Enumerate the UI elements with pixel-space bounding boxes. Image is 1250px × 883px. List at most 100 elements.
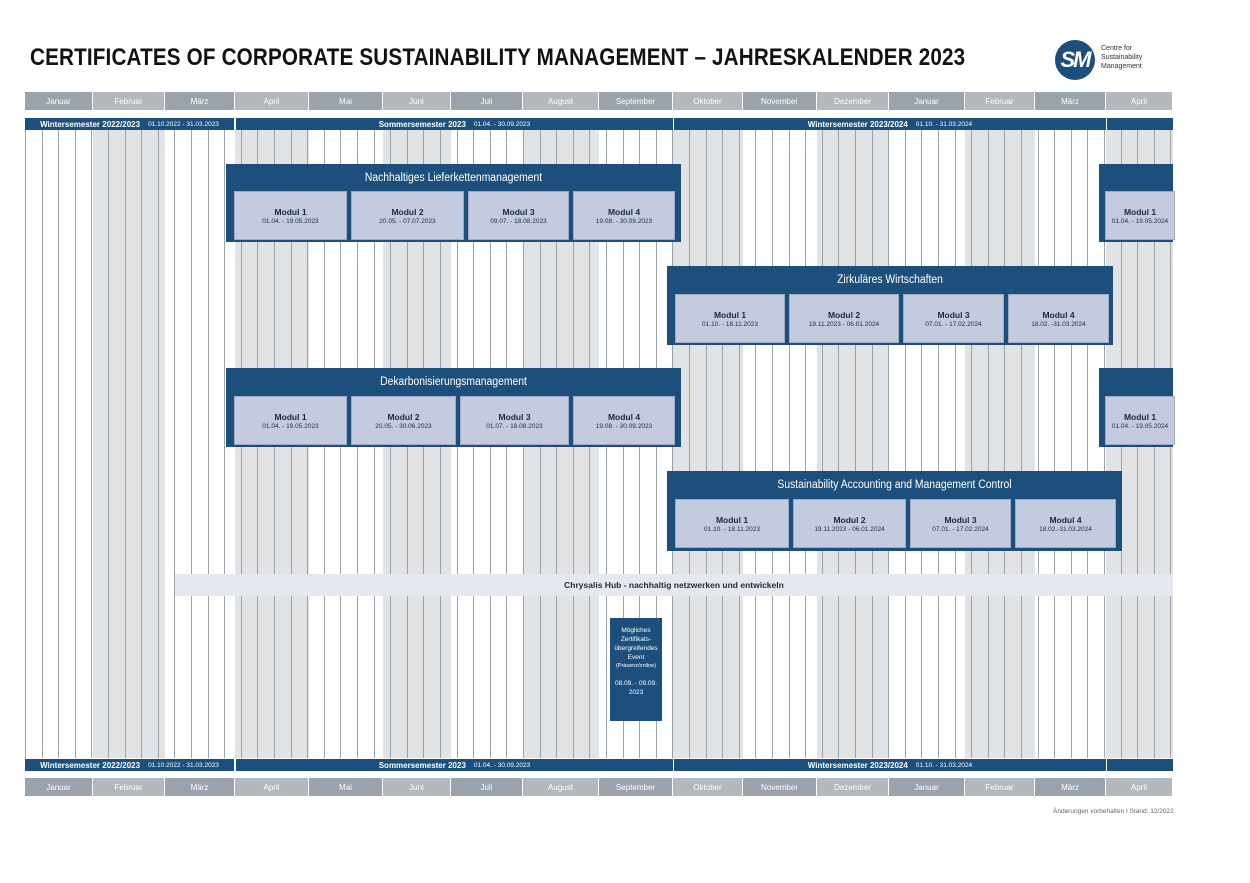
month-shade xyxy=(673,130,743,758)
course-block-zirkulaer: Zirkuläres Wirtschaften Modul 1 01.10. -… xyxy=(667,266,1113,345)
week-line xyxy=(58,130,59,758)
module-dates: 20.05. - 30.06.2023 xyxy=(375,422,432,430)
top-month-10: November xyxy=(743,92,816,110)
event-line: (Präsenz/online) xyxy=(615,663,657,669)
course-block-lieferkette-next: Modul 1 01.04. - 19.05.2024 xyxy=(1099,164,1175,242)
module-dates: 01.04. - 19.05.2023 xyxy=(262,422,319,430)
top-month-8: September xyxy=(599,92,672,110)
top-month-2: März xyxy=(165,92,234,110)
logo-line: Management xyxy=(1101,63,1142,70)
module-name: Modul 2 xyxy=(827,309,861,320)
top-month-7: August xyxy=(523,92,598,110)
bottom-month-2: März xyxy=(165,778,234,796)
chrysalis-hub-bar: Chrysalis Hub - nachhaltig netzwerken un… xyxy=(175,574,1173,596)
module-name: Modul 4 xyxy=(1042,309,1075,320)
week-line xyxy=(1087,130,1088,758)
module-card[interactable]: Modul 4 19.08. - 30.09.2023 xyxy=(573,396,675,445)
module-card[interactable]: Modul 2 19.11.2023 - 06.01.2024 xyxy=(793,499,906,548)
module-name: Modul 4 xyxy=(1049,514,1082,525)
bottom-month-10: November xyxy=(743,778,816,796)
module-dates: 09.07. - 18.08.2023 xyxy=(490,217,547,225)
week-line xyxy=(805,130,806,758)
week-line xyxy=(772,130,773,758)
semester-range: 01.10. - 31.03.2024 xyxy=(915,761,973,769)
week-line xyxy=(955,130,956,758)
event-line: Zertifikats- xyxy=(620,636,652,643)
module-name: Modul 1 xyxy=(715,514,749,525)
module-card[interactable]: Modul 2 20.05. - 30.06.2023 xyxy=(351,396,456,445)
week-line xyxy=(108,130,109,758)
week-line xyxy=(838,130,839,758)
module-card[interactable]: Modul 1 01.04. - 19.05.2024 xyxy=(1105,396,1175,445)
module-dates: 01.10. - 18.11.2023 xyxy=(702,320,758,328)
module-card[interactable]: Modul 3 07.01. - 17.02.2024 xyxy=(903,294,1004,343)
module-dates: 20.05. - 07.07.2023 xyxy=(379,217,436,225)
module-card[interactable]: Modul 4 18.02. -31.03.2024 xyxy=(1008,294,1109,343)
module-dates: 18.02. -31.03.2024 xyxy=(1031,320,1086,328)
week-line xyxy=(75,130,76,758)
module-card[interactable]: Modul 4 19.08. - 30.09.2023 xyxy=(573,191,675,240)
week-line xyxy=(888,130,889,758)
module-name: Modul 1 xyxy=(1123,206,1157,217)
course-title: Zirkuläres Wirtschaften xyxy=(837,274,943,286)
week-line xyxy=(25,130,26,758)
month-shade xyxy=(965,130,1035,758)
module-name: Modul 1 xyxy=(274,411,307,422)
module-card[interactable]: Modul 3 01.07. - 18.08.2023 xyxy=(460,396,569,445)
module-name: Modul 1 xyxy=(713,309,747,320)
course-block-dekarbonisierung-next: Modul 1 01.04. - 19.05.2024 xyxy=(1099,368,1175,447)
semester-range: 01.04. - 30.09.2023 xyxy=(473,120,531,128)
module-card[interactable]: Modul 1 01.04. - 19.05.2023 xyxy=(234,191,347,240)
module-dates: 18.02.-31.03.2024 xyxy=(1039,525,1092,533)
module-name: Modul 1 xyxy=(274,206,307,217)
module-name: Modul 3 xyxy=(502,206,535,217)
bottom-semester-2: Wintersemester 2023/2024 01.10. - 31.03.2… xyxy=(674,759,1106,771)
week-line xyxy=(971,130,972,758)
week-line xyxy=(905,130,906,758)
week-line xyxy=(1071,130,1072,758)
top-month-3: April xyxy=(235,92,308,110)
module-card[interactable]: Modul 1 01.04. - 19.05.2024 xyxy=(1105,191,1175,240)
logo-line: Centre for xyxy=(1101,45,1133,52)
module-card[interactable]: Modul 4 18.02.-31.03.2024 xyxy=(1015,499,1116,548)
module-card[interactable]: Modul 2 19.11.2023 - 06.01.2024 xyxy=(789,294,899,343)
module-dates: 01.10. - 18.11.2023 xyxy=(704,525,760,533)
module-dates: 19.08. - 30.09.2023 xyxy=(595,422,653,430)
course-block-dekarbonisierung: Dekarbonisierungsmanagement Modul 1 01.0… xyxy=(226,368,681,447)
bottom-month-12: Januar xyxy=(889,778,964,796)
csm-logo: SM Centre for Sustainability Management xyxy=(1055,40,1165,84)
module-dates: 01.07. - 18.08.2023 xyxy=(486,422,543,430)
event-box[interactable]: Mögliches Zertifikats- übergreifendes Ev… xyxy=(610,618,662,721)
bottom-month-7: August xyxy=(523,778,598,796)
module-name: Modul 2 xyxy=(387,411,420,422)
week-line xyxy=(706,130,707,758)
bottom-month-9: Oktober xyxy=(673,778,742,796)
semester-name: Sommersemester 2023 xyxy=(378,760,466,770)
module-card[interactable]: Modul 1 01.10. - 18.11.2023 xyxy=(675,499,789,548)
module-card[interactable]: Modul 1 01.04. - 19.05.2023 xyxy=(234,396,347,445)
semester-name: Wintersemester 2022/2023 xyxy=(40,119,141,129)
module-dates: 01.04. - 19.05.2024 xyxy=(1111,217,1169,225)
module-card[interactable]: Modul 2 20.05. - 07.07.2023 xyxy=(351,191,464,240)
module-card[interactable]: Modul 1 01.10. - 18.11.2023 xyxy=(675,294,785,343)
module-name: Modul 4 xyxy=(607,411,641,422)
bottom-month-11: Dezember xyxy=(817,778,888,796)
bottom-month-4: Mai xyxy=(309,778,382,796)
top-month-4: Mai xyxy=(309,92,382,110)
semester-range: 01.10.2022 - 31.03.2023 xyxy=(148,120,219,128)
event-line: Event xyxy=(627,654,645,661)
module-name: Modul 3 xyxy=(498,411,531,422)
semester-name: Wintersemester 2023/2024 xyxy=(807,119,908,129)
week-line xyxy=(938,130,939,758)
module-name: Modul 1 xyxy=(1123,411,1157,422)
module-card[interactable]: Modul 3 09.07. - 18.08.2023 xyxy=(468,191,569,240)
module-card[interactable]: Modul 3 07.01. - 17.02.2024 xyxy=(910,499,1011,548)
semester-name: Wintersemester 2023/2024 xyxy=(807,760,908,770)
top-month-15: April xyxy=(1106,92,1172,110)
